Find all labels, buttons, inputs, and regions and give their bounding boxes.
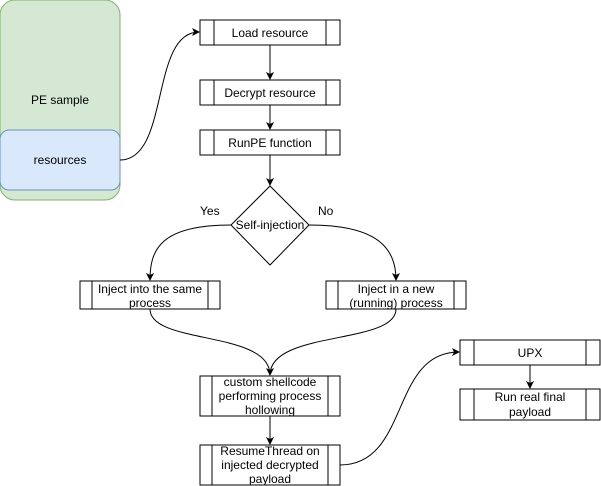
no-branch-label: No bbox=[318, 204, 334, 218]
decrypt-resource-label: Decrypt resource bbox=[224, 86, 316, 100]
edge-resume-to-upx bbox=[339, 348, 460, 466]
pe-sample-label: PE sample bbox=[31, 93, 89, 107]
yes-branch-label: Yes bbox=[200, 204, 220, 218]
inject-same-process-node: Inject into the same process bbox=[79, 280, 221, 310]
load-resource-node: Load resource bbox=[199, 19, 341, 46]
edge-decision-no bbox=[308, 224, 400, 281]
load-resource-label: Load resource bbox=[232, 26, 309, 40]
self-injection-decision: Self-injection bbox=[230, 185, 310, 266]
inject-same-line2: process bbox=[129, 296, 171, 310]
edge-resources-to-load bbox=[119, 28, 200, 161]
shellcode-line3: hollowing bbox=[245, 403, 295, 417]
resume-thread-node: ResumeThread on injected decrypted paylo… bbox=[199, 444, 341, 486]
run-final-line2: payload bbox=[509, 405, 551, 419]
inject-new-line1: Inject in a new bbox=[358, 282, 435, 296]
resume-thread-line3: payload bbox=[249, 472, 291, 486]
resume-thread-line1: ResumeThread on bbox=[220, 444, 319, 458]
shellcode-line1: custom shellcode bbox=[224, 375, 317, 389]
self-injection-label: Self-injection bbox=[236, 218, 305, 232]
runpe-function-node: RunPE function bbox=[199, 129, 341, 156]
edge-decision-yes bbox=[146, 224, 232, 281]
resources-node: resources bbox=[0, 129, 121, 191]
upx-node: UPX bbox=[459, 339, 601, 366]
decrypt-resource-node: Decrypt resource bbox=[199, 79, 341, 106]
resources-label: resources bbox=[34, 153, 87, 167]
edge-same-to-shellcode bbox=[149, 308, 274, 376]
runpe-function-label: RunPE function bbox=[228, 136, 311, 150]
run-final-payload-node: Run real final payload bbox=[459, 388, 601, 421]
inject-new-line2: (running) process bbox=[349, 296, 442, 310]
upx-label: UPX bbox=[518, 346, 543, 360]
shellcode-node: custom shellcode performing process holl… bbox=[199, 375, 341, 417]
resume-thread-line2: injected decrypted bbox=[221, 458, 318, 472]
run-final-line1: Run real final bbox=[495, 390, 566, 404]
inject-same-line1: Inject into the same bbox=[98, 282, 202, 296]
edge-new-to-shellcode bbox=[269, 308, 397, 376]
inject-new-process-node: Inject in a new (running) process bbox=[325, 280, 467, 310]
shellcode-line2: performing process bbox=[219, 389, 322, 403]
